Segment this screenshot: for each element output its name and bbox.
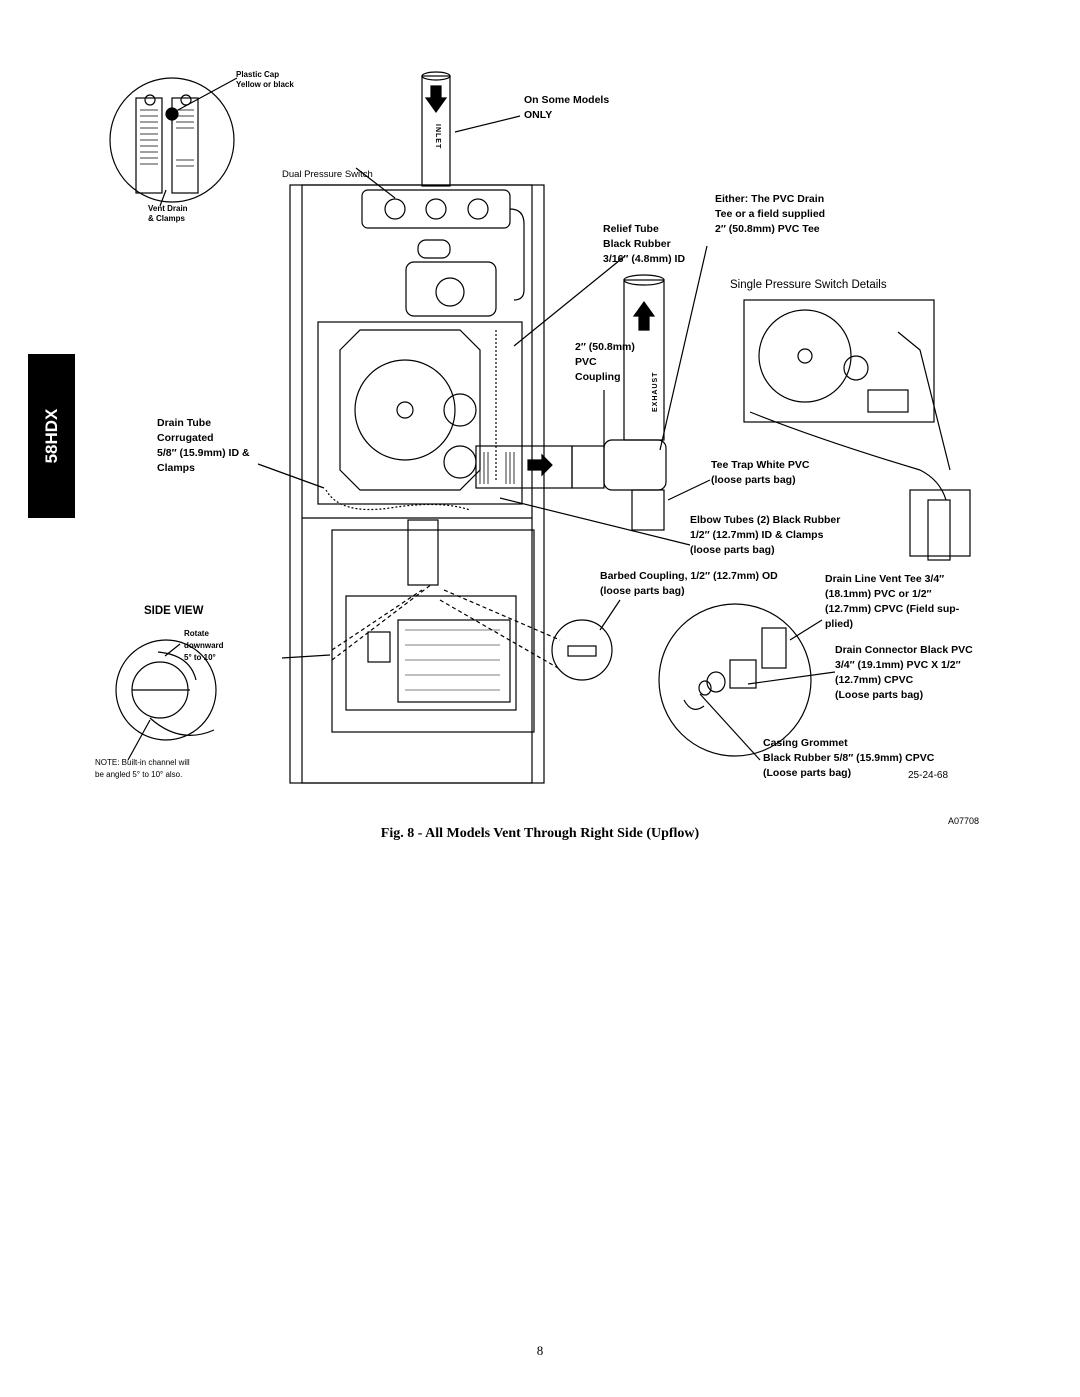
side-view-title: SIDE VIEW [144, 605, 204, 617]
barbed-coupling-label: Barbed Coupling, 1/2″ (12.7mm) OD (loose… [600, 569, 778, 599]
drain-detail-circle [658, 603, 836, 761]
drain-line-vent-tee-line-2: (18.1mm) PVC or 1/2″ [825, 588, 932, 600]
elbow-tubes-line-2: 1/2″ (12.7mm) ID & Clamps [690, 529, 824, 541]
elbow-tubes-label: Elbow Tubes (2) Black Rubber 1/2″ (12.7m… [690, 513, 840, 558]
relief-tube-label: Relief Tube Black Rubber 3/16″ (4.8mm) I… [603, 222, 685, 267]
drain-line-vent-tee-line-3: (12.7mm) CPVC (Field sup- [825, 603, 960, 615]
relief-tube-line-2: Black Rubber [603, 238, 671, 250]
on-some-models-line-1: On Some Models [524, 94, 610, 106]
vent-diagram [109, 71, 971, 784]
barbed-coupling-detail [551, 599, 621, 681]
pvc-coupling-line-3: Coupling [575, 371, 621, 383]
pvc-coupling-label: 2″ (50.8mm) PVC Coupling [575, 340, 635, 385]
model-side-tab: 58HDX [28, 354, 75, 518]
drain-connector-label: Drain Connector Black PVC 3/4″ (19.1mm) … [835, 643, 973, 703]
single-pressure-switch-title: Single Pressure Switch Details [730, 279, 887, 291]
rotate-line-2: downward [184, 641, 224, 650]
casing-grommet-line-2: Black Rubber 5/8″ (15.9mm) CPVC [763, 752, 935, 764]
casing-grommet-label: Casing Grommet Black Rubber 5/8″ (15.9mm… [763, 736, 934, 781]
drain-connector-line-2: 3/4″ (19.1mm) PVC X 1/2″ [835, 659, 961, 671]
vent-drain-line-2: & Clamps [148, 214, 185, 223]
plastic-cap-line-2: Yellow or black [236, 80, 294, 89]
pressure-switch-block [355, 167, 525, 317]
on-some-models-label: On Some Models ONLY [524, 93, 609, 123]
drain-tube-line-4: Clamps [157, 462, 195, 474]
drain-line-vent-tee-line-4: plied) [825, 618, 853, 630]
exhaust-pvc [499, 245, 711, 546]
art-code: A07708 [948, 816, 980, 826]
drain-tube-line-2: Corrugated [157, 432, 214, 444]
dual-pressure-switch-label: Dual Pressure Switch [282, 169, 373, 180]
drain-connector-line-1: Drain Connector Black PVC [835, 644, 973, 656]
tee-trap-line-1: Tee Trap White PVC [711, 459, 810, 471]
side-view-detail [115, 639, 217, 761]
casing-grommet-line-3: (Loose parts bag) [763, 767, 852, 779]
tee-trap-line-2: (loose parts bag) [711, 474, 796, 486]
rotate-line-3: 5° to 10° [184, 653, 216, 662]
drain-tube-line-3: 5/8″ (15.9mm) ID & [157, 447, 250, 459]
plastic-cap-line-1: Plastic Cap [236, 70, 280, 79]
either-pvc-line-3: 2″ (50.8mm) PVC Tee [715, 223, 820, 235]
pvc-coupling-line-2: PVC [575, 356, 597, 368]
either-pvc-line-2: Tee or a field supplied [715, 208, 826, 220]
rotate-label: Rotate downward 5° to 10° [184, 628, 224, 664]
vent-drain-label: Vent Drain & Clamps [148, 204, 188, 224]
exhaust-text: EXHAUST [652, 371, 659, 412]
drain-connector-line-4: (Loose parts bag) [835, 689, 924, 701]
rotate-line-1: Rotate [184, 629, 209, 638]
inducer-blower [325, 255, 626, 511]
relief-tube-line-1: Relief Tube [603, 223, 659, 235]
drain-connector-line-3: (12.7mm) CPVC [835, 674, 914, 686]
note-label: NOTE: Built-in channel will be angled 5°… [95, 757, 190, 781]
tee-trap-label: Tee Trap White PVC (loose parts bag) [711, 458, 809, 488]
elbow-tubes-line-3: (loose parts bag) [690, 544, 775, 556]
single-pressure-switch-detail [743, 299, 971, 561]
drain-line-vent-tee-label: Drain Line Vent Tee 3/4″ (18.1mm) PVC or… [825, 572, 959, 632]
figure-caption: Fig. 8 - All Models Vent Through Right S… [380, 826, 700, 841]
plastic-cap-detail [109, 77, 238, 207]
drain-line-vent-tee-line-1: Drain Line Vent Tee 3/4″ [825, 573, 945, 585]
inlet-pipe [421, 71, 521, 187]
figure-code: 25-24-68 [908, 770, 949, 781]
note-line-2: be angled 5° to 10° also. [95, 770, 183, 779]
drain-tube-line-1: Drain Tube [157, 417, 212, 429]
control-board [281, 519, 561, 711]
either-pvc-line-1: Either: The PVC Drain [715, 193, 825, 205]
plastic-cap-label: Plastic Cap Yellow or black [236, 70, 294, 90]
barbed-coupling-line-1: Barbed Coupling, 1/2″ (12.7mm) OD [600, 570, 778, 582]
page-number: 8 [536, 1343, 544, 1358]
barbed-coupling-line-2: (loose parts bag) [600, 585, 685, 597]
pvc-coupling-line-1: 2″ (50.8mm) [575, 341, 635, 353]
vent-drain-line-1: Vent Drain [148, 204, 188, 213]
inlet-text: INLET [434, 124, 441, 150]
elbow-tubes-line-1: Elbow Tubes (2) Black Rubber [690, 514, 841, 526]
either-pvc-label: Either: The PVC Drain Tee or a field sup… [715, 192, 825, 237]
on-some-models-line-2: ONLY [524, 109, 553, 121]
drain-tube-label: Drain Tube Corrugated 5/8″ (15.9mm) ID &… [157, 416, 250, 476]
note-line-1: NOTE: Built-in channel will [95, 758, 190, 767]
relief-tube-line-3: 3/16″ (4.8mm) ID [603, 253, 686, 265]
furnace-casing [289, 184, 545, 784]
casing-grommet-line-1: Casing Grommet [763, 737, 848, 749]
